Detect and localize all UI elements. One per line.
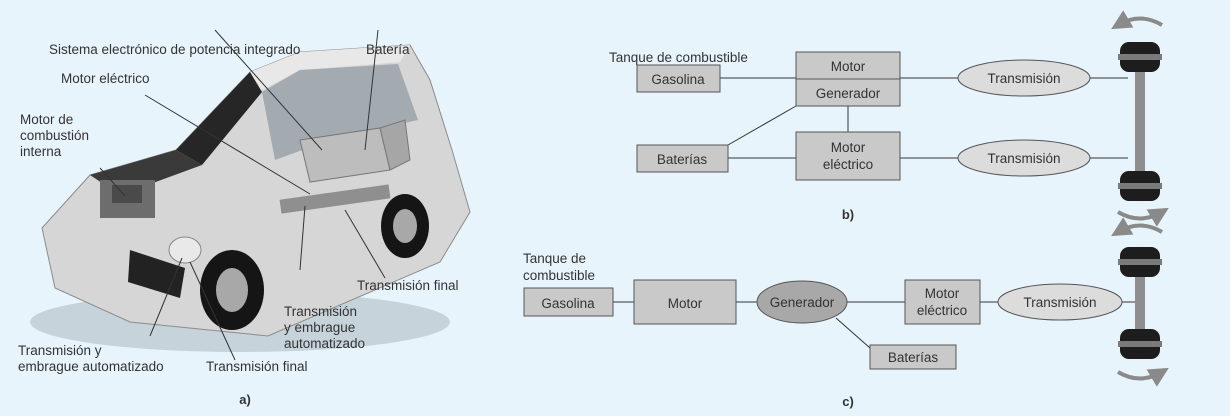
panel-b: Tanque de combustible Gasolina Motor Gen… xyxy=(609,10,1169,227)
label-power-electronics: Sistema electrónico de potencia integrad… xyxy=(49,42,300,57)
rotation-arrow-b-bottom xyxy=(1116,207,1169,227)
label-tank: Tanque de combustible xyxy=(609,50,748,65)
axle-c xyxy=(1135,262,1145,350)
box-electric-motor-c xyxy=(904,279,981,325)
label-batteries: Baterías xyxy=(657,152,708,167)
label-trans-clutch-c3: automatizado xyxy=(284,336,365,351)
label-battery: Batería xyxy=(366,42,410,57)
box-fuel xyxy=(636,64,721,93)
label-fuel: Gasolina xyxy=(651,72,705,87)
label-transmission-bottom: Transmisión xyxy=(987,151,1060,166)
caption-b: b) xyxy=(842,207,854,222)
label-engine-c: Motor xyxy=(668,296,703,311)
box-fuel-c xyxy=(523,287,614,317)
ellipse-transmission-c xyxy=(997,283,1123,321)
label-tank-c2: combustible xyxy=(523,268,595,283)
label-generator-c: Generador xyxy=(770,295,835,310)
wheel-c-bottom xyxy=(1118,329,1162,359)
label-trans-clutch-c1: Transmisión xyxy=(284,304,357,319)
box-electric-motor xyxy=(795,131,901,181)
box-batteries-c xyxy=(869,344,957,370)
label-emotor-l2: eléctrico xyxy=(823,157,873,172)
label-fuel-c: Gasolina xyxy=(541,296,595,311)
label-final-drive-bottom: Transmisión final xyxy=(206,359,308,374)
label-ice-line2: combustión xyxy=(20,128,89,143)
label-trans-clutch-l2: embrague automatizado xyxy=(18,359,164,374)
label-emotor-c1: Motor xyxy=(925,286,960,301)
rotation-arrow-b-top xyxy=(1111,10,1164,30)
panel-a-labels: Sistema electrónico de potencia integrad… xyxy=(18,42,459,407)
axle-b xyxy=(1135,56,1145,186)
box-engine xyxy=(795,51,901,80)
label-ice-line1: Motor de xyxy=(20,112,73,127)
label-ice-line3: interna xyxy=(20,144,62,159)
label-engine: Motor xyxy=(831,59,866,74)
wheel-b-top xyxy=(1118,42,1162,72)
label-transmission-top: Transmisión xyxy=(987,71,1060,86)
label-trans-clutch-c2: y embrague xyxy=(284,320,355,335)
label-emotor-c2: eléctrico xyxy=(917,303,967,318)
label-batteries-c: Baterías xyxy=(888,350,939,365)
box-batteries xyxy=(636,144,729,173)
box-engine-c xyxy=(633,279,737,325)
label-final-drive-right: Transmisión final xyxy=(357,278,459,293)
label-tank-c1: Tanque de xyxy=(523,251,586,266)
label-transmission-c: Transmisión xyxy=(1023,295,1096,310)
label-trans-clutch-l1: Transmisión y xyxy=(18,343,102,358)
caption-c: c) xyxy=(842,394,854,409)
box-generator xyxy=(795,78,901,107)
ellipse-generator-c xyxy=(756,280,848,324)
rotation-arrow-c-top xyxy=(1111,217,1164,237)
panel-c: Tanque de combustible Gasolina Motor Gen… xyxy=(523,217,1169,409)
wheel-b-bottom xyxy=(1118,171,1162,201)
label-emotor-l1: Motor xyxy=(831,140,866,155)
ellipse-transmission-bottom xyxy=(957,139,1091,177)
car-illustration xyxy=(30,44,471,352)
label-generator: Generador xyxy=(816,86,881,101)
wheel-c-top xyxy=(1118,247,1162,277)
rotation-arrow-c-bottom xyxy=(1116,367,1169,387)
label-electric-motor: Motor eléctrico xyxy=(61,71,150,86)
ellipse-transmission-top xyxy=(957,59,1091,97)
leader-lines xyxy=(99,29,386,361)
caption-a: a) xyxy=(239,392,251,407)
